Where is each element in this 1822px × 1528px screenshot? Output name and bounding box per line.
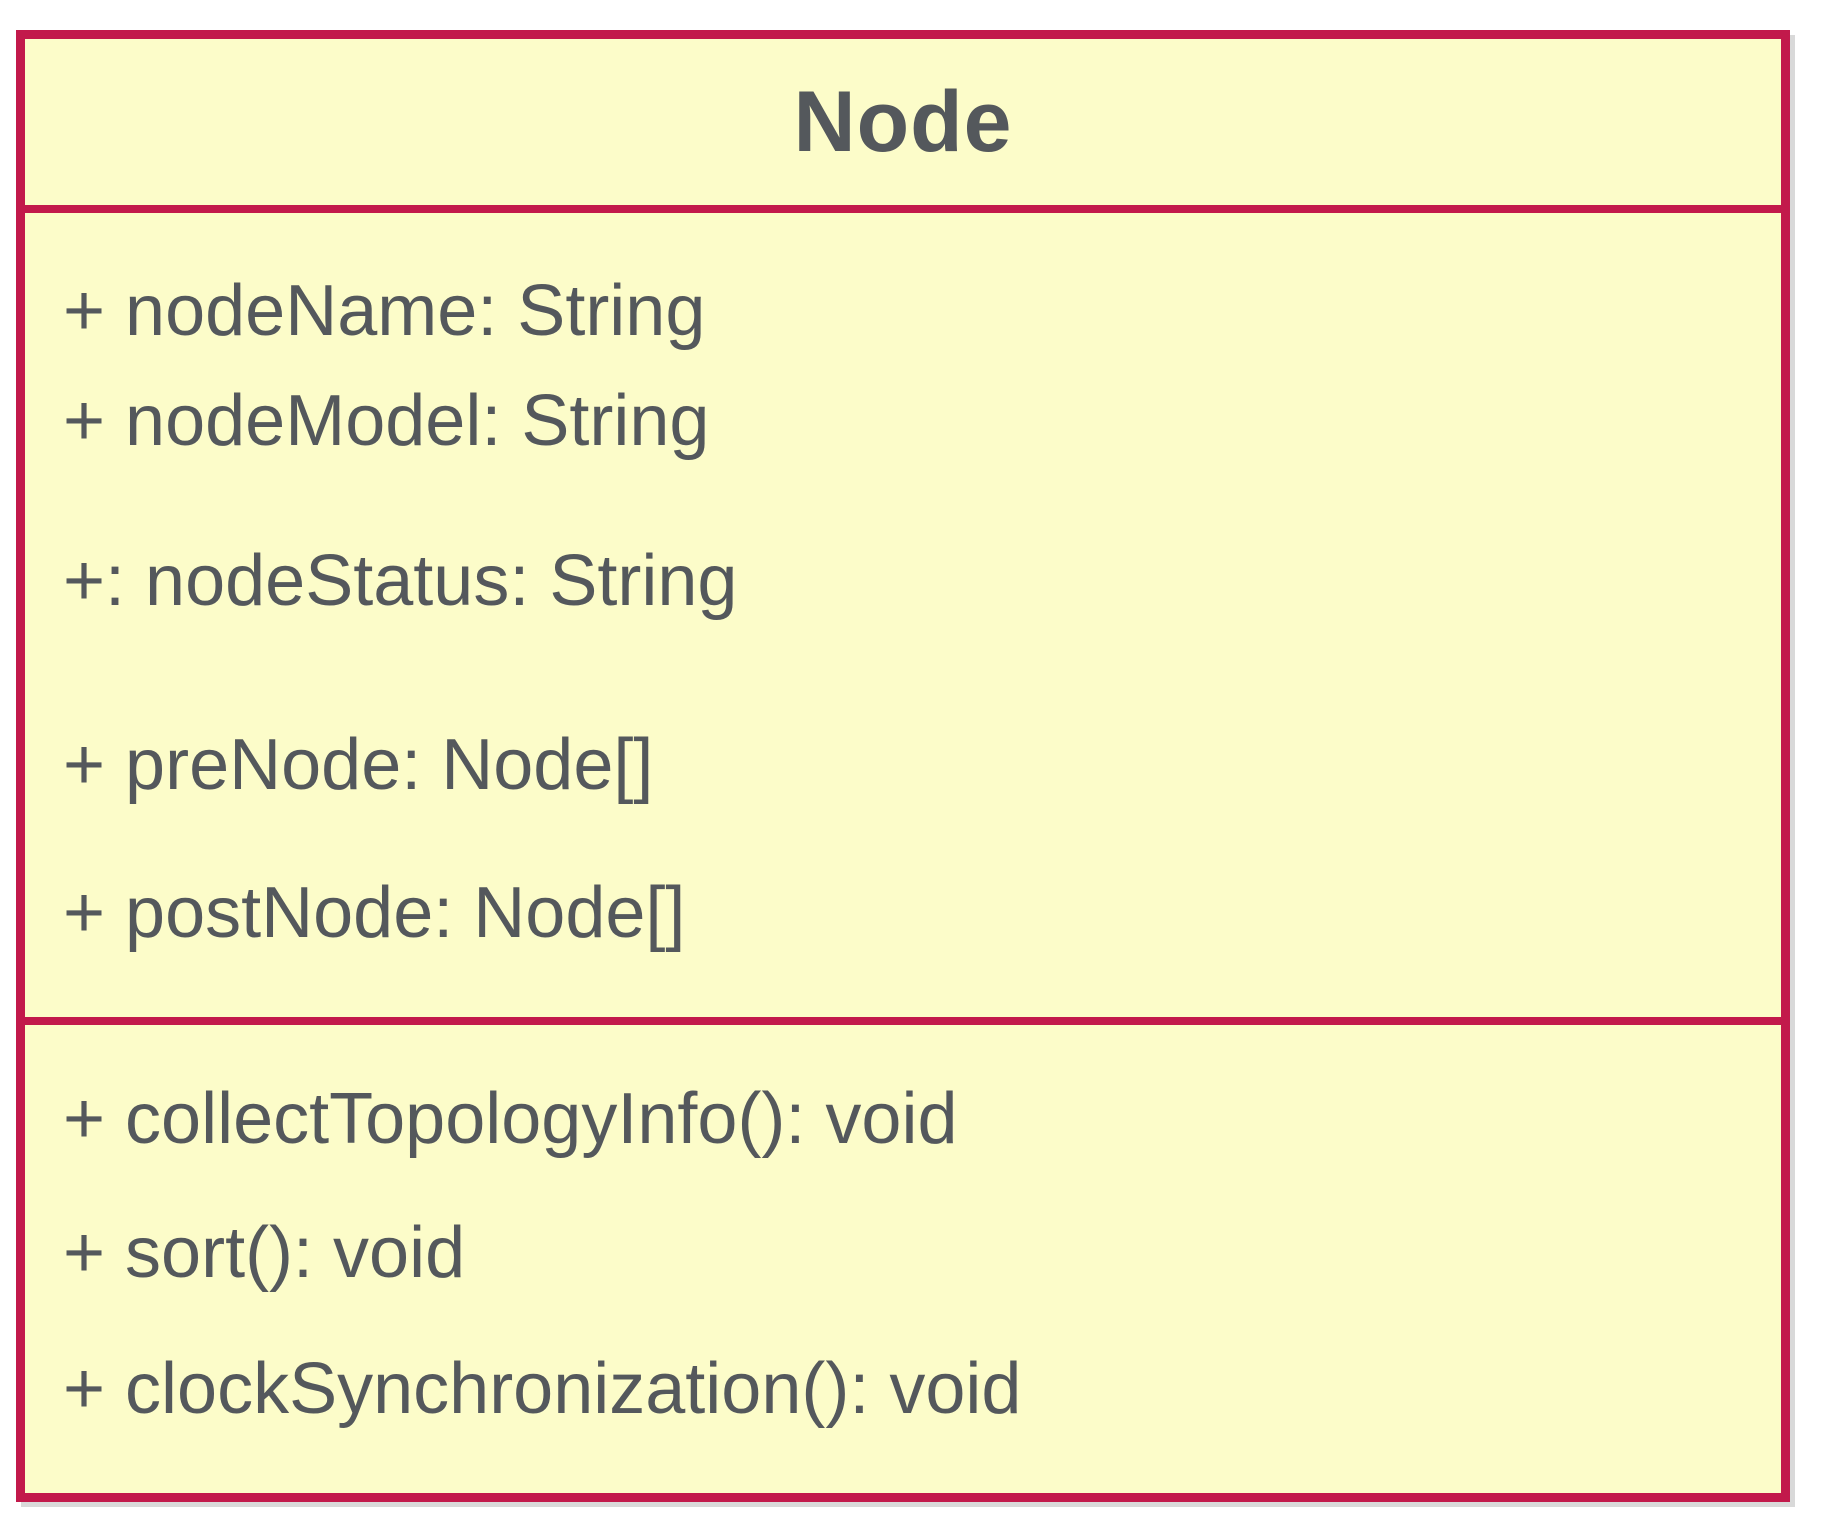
class-methods-compartment: + collectTopologyInfo(): void + sort(): …: [25, 1025, 1781, 1493]
class-attributes-compartment: + nodeName: String + nodeModel: String +…: [25, 213, 1781, 1025]
class-title-compartment: Node: [25, 39, 1781, 213]
method-item: + collectTopologyInfo(): void: [63, 1079, 958, 1159]
attribute-item: +: nodeStatus: String: [63, 541, 738, 621]
uml-class-box-node: Node + nodeName: String + nodeModel: Str…: [16, 30, 1790, 1502]
method-item: + clockSynchronization(): void: [63, 1349, 1022, 1429]
attribute-item: + nodeName: String: [63, 271, 706, 351]
class-name: Node: [793, 73, 1013, 170]
method-item: + sort(): void: [63, 1213, 466, 1293]
attribute-item: + preNode: Node[]: [63, 725, 654, 805]
attribute-item: + postNode: Node[]: [63, 873, 686, 953]
attribute-item: + nodeModel: String: [63, 381, 710, 461]
